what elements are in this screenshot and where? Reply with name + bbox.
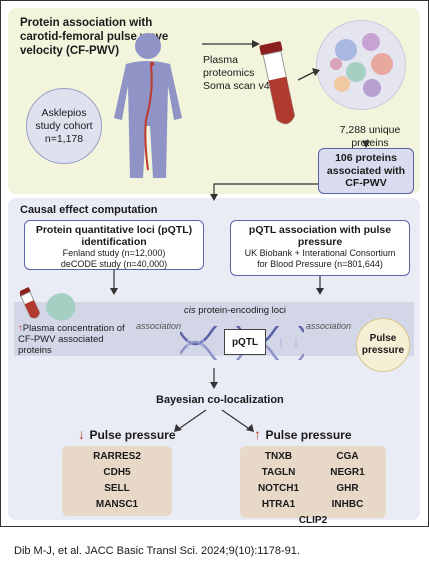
increased-genes-box: TNXB CGA TAGLN NEGR1 NOTCH1 GHR HTRA1 IN… xyxy=(240,446,386,526)
gene-item: MANSC1 xyxy=(95,499,139,510)
gene-item: HTRA1 xyxy=(261,499,296,510)
causal-heading: Causal effect computation xyxy=(20,204,158,216)
unique-proteins-label: 7,288 unique proteins xyxy=(328,124,412,150)
gene-item: TNXB xyxy=(264,451,293,462)
pqtl-identification-box: Protein quantitative loci (pQTL) identif… xyxy=(24,220,204,270)
gene-item: INHBC xyxy=(331,499,364,510)
assoc-line-2: associated with xyxy=(326,164,406,177)
gene-item: NEGR1 xyxy=(330,467,365,478)
pqtl-pulse-pressure-box: pQTL association with pulse pressure UK … xyxy=(230,220,410,276)
gene-item: SELL xyxy=(104,483,130,494)
pp-box-line-2: for Blood Pressure (n=801,644) xyxy=(257,258,383,269)
unique-line-1: 7,288 unique xyxy=(339,124,401,136)
pulse-line-1: Pulse xyxy=(369,333,397,344)
down-pp-label: Pulse pressure xyxy=(89,428,176,442)
pp-box-title: pQTL association with pulse pressure xyxy=(248,224,392,248)
pqtl-box-line-1: Fenland study (n=12,000) xyxy=(62,248,166,258)
unique-line-2: proteins xyxy=(351,137,389,149)
up-pp-label: Pulse pressure xyxy=(265,428,352,442)
gene-item: GHR xyxy=(336,483,359,494)
plasma-proteomics-label: Plasma proteomics Soma scan v4 xyxy=(203,54,270,93)
gene-item: CDH5 xyxy=(103,467,131,478)
cohort-line-3: n=1,178 xyxy=(44,132,84,145)
tube-protein-icon xyxy=(20,286,76,321)
association-label-left: association xyxy=(136,321,182,331)
decreased-genes-box: RARRES2 CDH5 SELL MANSC1 xyxy=(62,446,172,516)
pulse-pressure-circle: Pulse pressure xyxy=(356,318,410,372)
cis-rest: protein-encoding loci xyxy=(195,305,286,316)
arrow-to-proteins xyxy=(298,68,320,81)
protein-blobs-icon xyxy=(330,33,393,97)
cohort-line-1: Asklepios xyxy=(41,106,87,119)
test-tube-icon xyxy=(259,41,296,125)
bayesian-colocalization-label: Bayesian co-localization xyxy=(156,394,284,406)
pulse-line-2: pressure xyxy=(361,345,405,356)
up-arrow-icon: ↑ xyxy=(254,426,261,442)
pqtl-box-line-2: deCODE study (n=40,000) xyxy=(60,258,168,269)
gene-item: NOTCH1 xyxy=(257,483,300,494)
down-arrow-icon: ↓ xyxy=(78,426,85,442)
plasma-conc-text: Plasma concentration of CF-PWV associate… xyxy=(18,323,125,356)
up-arrow-icon: ↑ xyxy=(18,323,23,334)
pqtl-center-box: pQTL xyxy=(224,329,266,355)
gene-item: CGA xyxy=(336,451,359,462)
person-icon xyxy=(114,33,182,178)
gene-item: TAGLN xyxy=(261,467,296,478)
assoc-line-1: 106 proteins xyxy=(335,152,397,165)
cis-prefix: cis xyxy=(184,305,196,316)
figure-title: Protein association with carotid-femoral… xyxy=(20,17,169,57)
arrow-to-tube xyxy=(202,40,260,48)
plasma-line-1: Plasma xyxy=(203,54,239,66)
citation: Dib M-J, et al. JACC Basic Transl Sci. 2… xyxy=(14,545,300,557)
assoc-line-3: CF-PWV xyxy=(345,177,387,190)
pp-box-line-1: UK Biobank + Interational Consortium xyxy=(244,248,396,258)
association-label-right: association xyxy=(306,321,352,331)
gene-item: CLIP2 xyxy=(298,515,328,526)
plasma-line-3: Soma scan v4 xyxy=(203,80,270,92)
plasma-concentration-label: ↑Plasma concentration of CF-PWV associat… xyxy=(18,323,130,356)
down-pulse-pressure-heading: ↓ Pulse pressure xyxy=(78,426,176,444)
pqtl-box-title: Protein quantitative loci (pQTL) identif… xyxy=(35,224,193,248)
cohort-circle: Asklepios study cohort n=1,178 xyxy=(26,88,102,164)
associated-proteins-box: 106 proteins associated with CF-PWV xyxy=(318,148,414,194)
cis-loci-label: cis protein-encoding loci xyxy=(184,305,286,316)
cohort-line-2: study cohort xyxy=(35,119,93,132)
up-pulse-pressure-heading: ↑ Pulse pressure xyxy=(254,426,352,444)
plasma-line-2: proteomics xyxy=(203,67,255,79)
gene-item: RARRES2 xyxy=(93,451,141,462)
